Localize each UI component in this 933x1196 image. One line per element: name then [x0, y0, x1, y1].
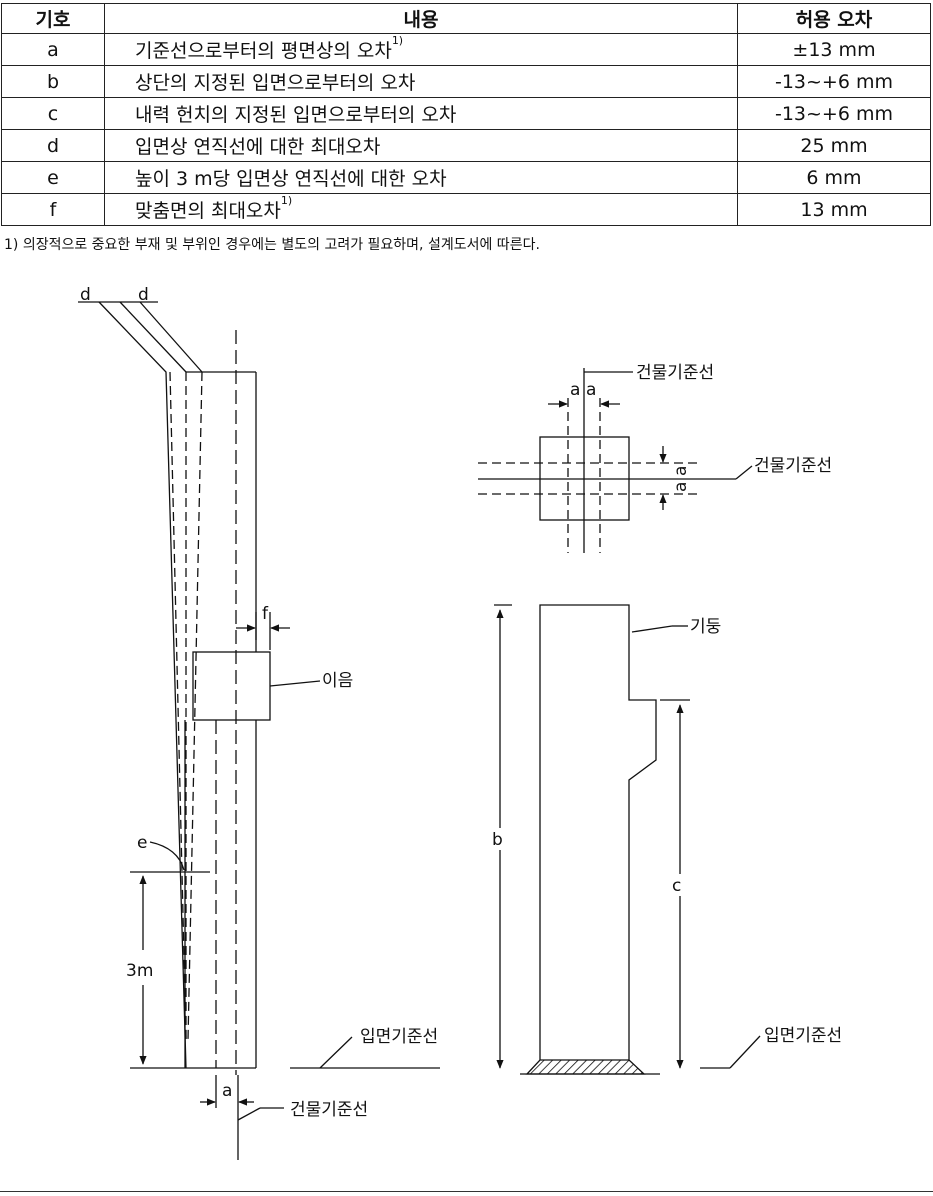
- row-note: 1): [391, 34, 404, 47]
- label-elevation-datum-right: 입면기준선: [764, 1026, 842, 1046]
- row-content: 높이 3 m당 입면상 연직선에 대한 오차: [104, 161, 738, 194]
- table-row: a 기준선으로부터의 평면상의 오차1) ±13 mm: [1, 33, 931, 66]
- table-row: f 맞춤면의 최대오차1) 13 mm: [1, 193, 931, 226]
- row-content: 입면상 연직선에 대한 최대오차: [104, 129, 738, 162]
- table-row: c 내력 헌치의 지정된 입면으로부터의 오차 -13~+6 mm: [1, 97, 931, 130]
- row-content-text: 맞춤면의 최대오차: [135, 200, 281, 222]
- label-b: b: [492, 830, 503, 850]
- plan-view-labels: 건물기준선 a a 건물기준선 a a: [570, 363, 832, 492]
- row-content-text: 내력 헌치의 지정된 입면으로부터의 오차: [135, 104, 457, 126]
- plumb-line-solid-2: [119, 301, 187, 373]
- label-plan-a-side-2: a: [671, 482, 691, 492]
- row-content: 내력 헌치의 지정된 입면으로부터의 오차: [104, 97, 738, 130]
- e-leader: [149, 841, 185, 871]
- taper-dash-1: [169, 371, 187, 1041]
- footnote: 1) 의장적으로 중요한 부재 및 부위인 경우에는 별도의 고려가 필요하며,…: [4, 237, 540, 253]
- elevation-datum-leader: [319, 1036, 353, 1069]
- row-content-text: 기준선으로부터의 평면상의 오차: [135, 40, 392, 62]
- label-a-bottom: a: [222, 1081, 232, 1101]
- bottom-datum-leader: [237, 1107, 261, 1121]
- row-tolerance: ±13 mm: [737, 33, 931, 66]
- header-content: 내용: [104, 3, 738, 34]
- row-tolerance: -13~+6 mm: [737, 65, 931, 98]
- haunch-column-labels: 기둥 b c 입면기준선: [492, 617, 842, 1046]
- haunch-column-figure: [494, 604, 761, 1075]
- row-symbol: b: [1, 65, 105, 98]
- left-column-figure: [78, 301, 440, 1160]
- label-splice: 이음: [322, 671, 353, 691]
- row-content-text: 상단의 지정된 입면으로부터의 오차: [135, 72, 416, 94]
- plan-view-figure: [478, 368, 753, 553]
- row-content: 상단의 지정된 입면으로부터의 오차: [104, 65, 738, 98]
- label-plan-a-right: a: [586, 380, 596, 400]
- label-c: c: [672, 876, 681, 896]
- splice-leader: [269, 680, 321, 687]
- table-row: b 상단의 지정된 입면으로부터의 오차 -13~+6 mm: [1, 65, 931, 98]
- splice-box: [192, 651, 271, 721]
- row-symbol: f: [1, 193, 105, 226]
- taper-dash-3: [187, 371, 203, 1041]
- row-content-text: 높이 3 m당 입면상 연직선에 대한 오차: [135, 168, 447, 190]
- row-tolerance: 13 mm: [737, 193, 931, 226]
- row-note: 1): [280, 194, 293, 207]
- haunch-column-outline: [539, 604, 657, 1060]
- row-content: 맞춤면의 최대오차1): [104, 193, 738, 226]
- left-figure-labels: d d f 이음 e 3m 입면기준선 a 건물기준선: [80, 285, 438, 1120]
- tolerance-table: 기호 내용 허용 오차 a 기준선으로부터의 평면상의 오차1) ±13 mm …: [1, 3, 931, 226]
- row-content: 기준선으로부터의 평면상의 오차1): [104, 33, 738, 66]
- label-plan-a-left: a: [570, 380, 580, 400]
- row-tolerance: -13~+6 mm: [737, 97, 931, 130]
- table-header-row: 기호 내용 허용 오차: [1, 3, 931, 34]
- label-building-datum-right: 건물기준선: [754, 456, 832, 476]
- label-d-left: d: [80, 285, 91, 305]
- label-building-datum-top: 건물기준선: [636, 363, 714, 383]
- label-d-right: d: [138, 285, 149, 305]
- plan-right-leader: [735, 465, 753, 480]
- plumb-line-solid-3: [139, 301, 203, 373]
- label-e: e: [137, 833, 147, 853]
- label-building-datum-bottom: 건물기준선: [290, 1100, 368, 1120]
- label-f: f: [262, 604, 269, 624]
- label-column: 기둥: [690, 617, 721, 637]
- row-tolerance: 25 mm: [737, 129, 931, 162]
- table-row: e 높이 3 m당 입면상 연직선에 대한 오차 6 mm: [1, 161, 931, 194]
- row-symbol: a: [1, 33, 105, 66]
- column-base-hatch: [525, 1059, 646, 1075]
- table-row: d 입면상 연직선에 대한 최대오차 25 mm: [1, 129, 931, 162]
- row-symbol: e: [1, 161, 105, 194]
- plumb-line-solid-1: [98, 301, 187, 1069]
- label-plan-a-side-1: a: [671, 466, 691, 476]
- label-elevation-datum-left: 입면기준선: [360, 1027, 438, 1047]
- column-leader: [631, 625, 673, 633]
- bottom-divider: [0, 1191, 933, 1192]
- row-content-text: 입면상 연직선에 대한 최대오차: [135, 136, 381, 158]
- label-3m: 3m: [126, 961, 153, 981]
- right-datum-leader: [729, 1035, 761, 1069]
- header-symbol: 기호: [1, 3, 105, 34]
